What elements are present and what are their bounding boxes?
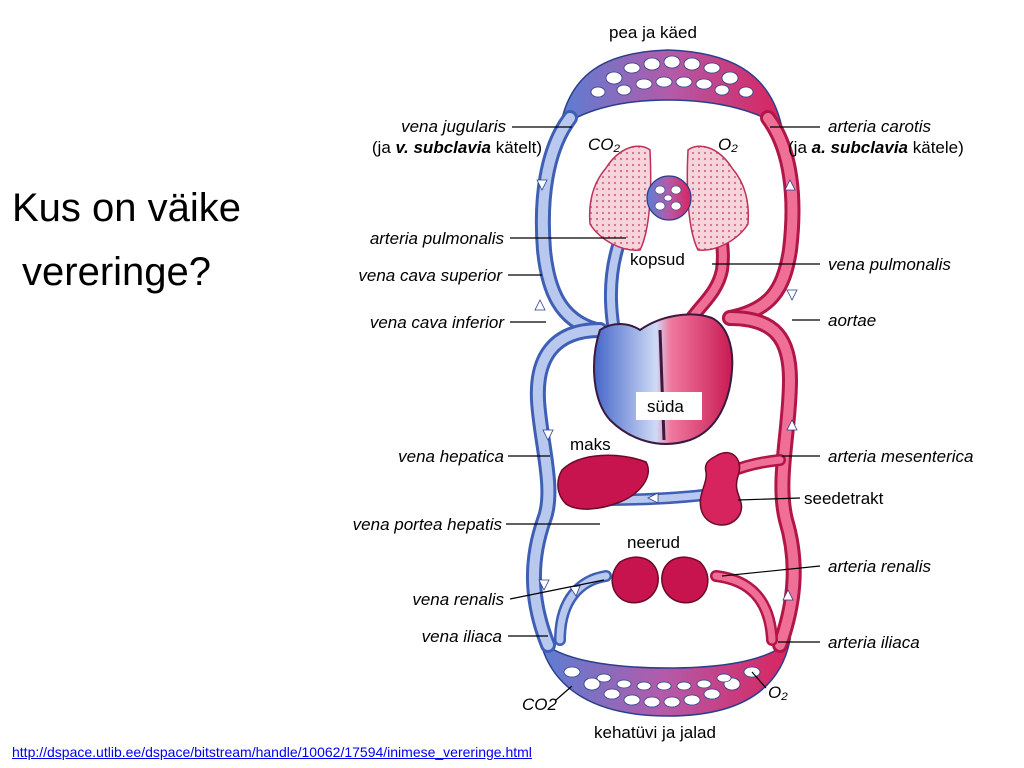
label-heart: süda <box>647 397 684 416</box>
label-liver: maks <box>570 435 611 454</box>
label-lungs: kopsud <box>630 250 685 269</box>
label-body-legs: kehatüvi ja jalad <box>594 723 716 742</box>
label-arteria-pulmonalis: arteria pulmonalis <box>370 229 505 248</box>
question-line-1: Kus on väike <box>12 186 242 230</box>
label-aortae: aortae <box>828 311 876 330</box>
label-vena-jugularis: vena jugularis <box>401 117 506 136</box>
source-link[interactable]: http://dspace.utlib.ee/dspace/bitstream/… <box>12 744 532 760</box>
arterial-system <box>673 110 802 653</box>
body-capillary-bed <box>538 637 792 717</box>
label-o2-lung: O₂ <box>718 135 738 154</box>
label-co2-lung: CO₂ <box>588 135 621 154</box>
liver <box>557 454 649 510</box>
label-vena-pulmonalis: vena pulmonalis <box>828 255 951 274</box>
label-arteria-carotis: arteria carotis <box>828 117 931 136</box>
kidneys <box>611 556 709 604</box>
question-line-2: vereringe? <box>22 250 212 294</box>
label-vena-cava-superior: vena cava superior <box>358 266 503 285</box>
label-vena-iliaca: vena iliaca <box>422 627 502 646</box>
lungs <box>588 145 750 251</box>
question-text: Kus on väike vereringe? <box>12 176 302 304</box>
label-vena-hepatica: vena hepatica <box>398 447 504 466</box>
leader-lines <box>506 126 821 701</box>
lung-capillaries <box>646 175 692 221</box>
label-vena-renalis: vena renalis <box>412 590 504 609</box>
label-vena-cava-inferior: vena cava inferior <box>370 313 506 332</box>
label-kidneys: neerud <box>627 533 680 552</box>
label-vena-subclavia: (ja v. subclavia kätelt) <box>372 138 542 157</box>
label-head-arms: pea ja käed <box>609 23 697 42</box>
label-o2-body: O₂ <box>768 683 788 702</box>
head-capillary-bed <box>558 49 784 130</box>
label-arteria-renalis: arteria renalis <box>828 557 931 576</box>
label-co2-body: CO2 <box>522 695 558 714</box>
digestive-tract <box>699 451 743 526</box>
label-arteria-subclavia: (ja a. subclavia kätele) <box>788 138 964 157</box>
label-seedetrakt: seedetrakt <box>804 489 884 508</box>
flow-arrows <box>534 179 798 601</box>
heart <box>593 313 734 445</box>
label-arteria-iliaca: arteria iliaca <box>828 633 920 652</box>
label-arteria-mesenterica: arteria mesenterica <box>828 447 974 466</box>
label-vena-portea-hepatis: vena portea hepatis <box>353 515 503 534</box>
